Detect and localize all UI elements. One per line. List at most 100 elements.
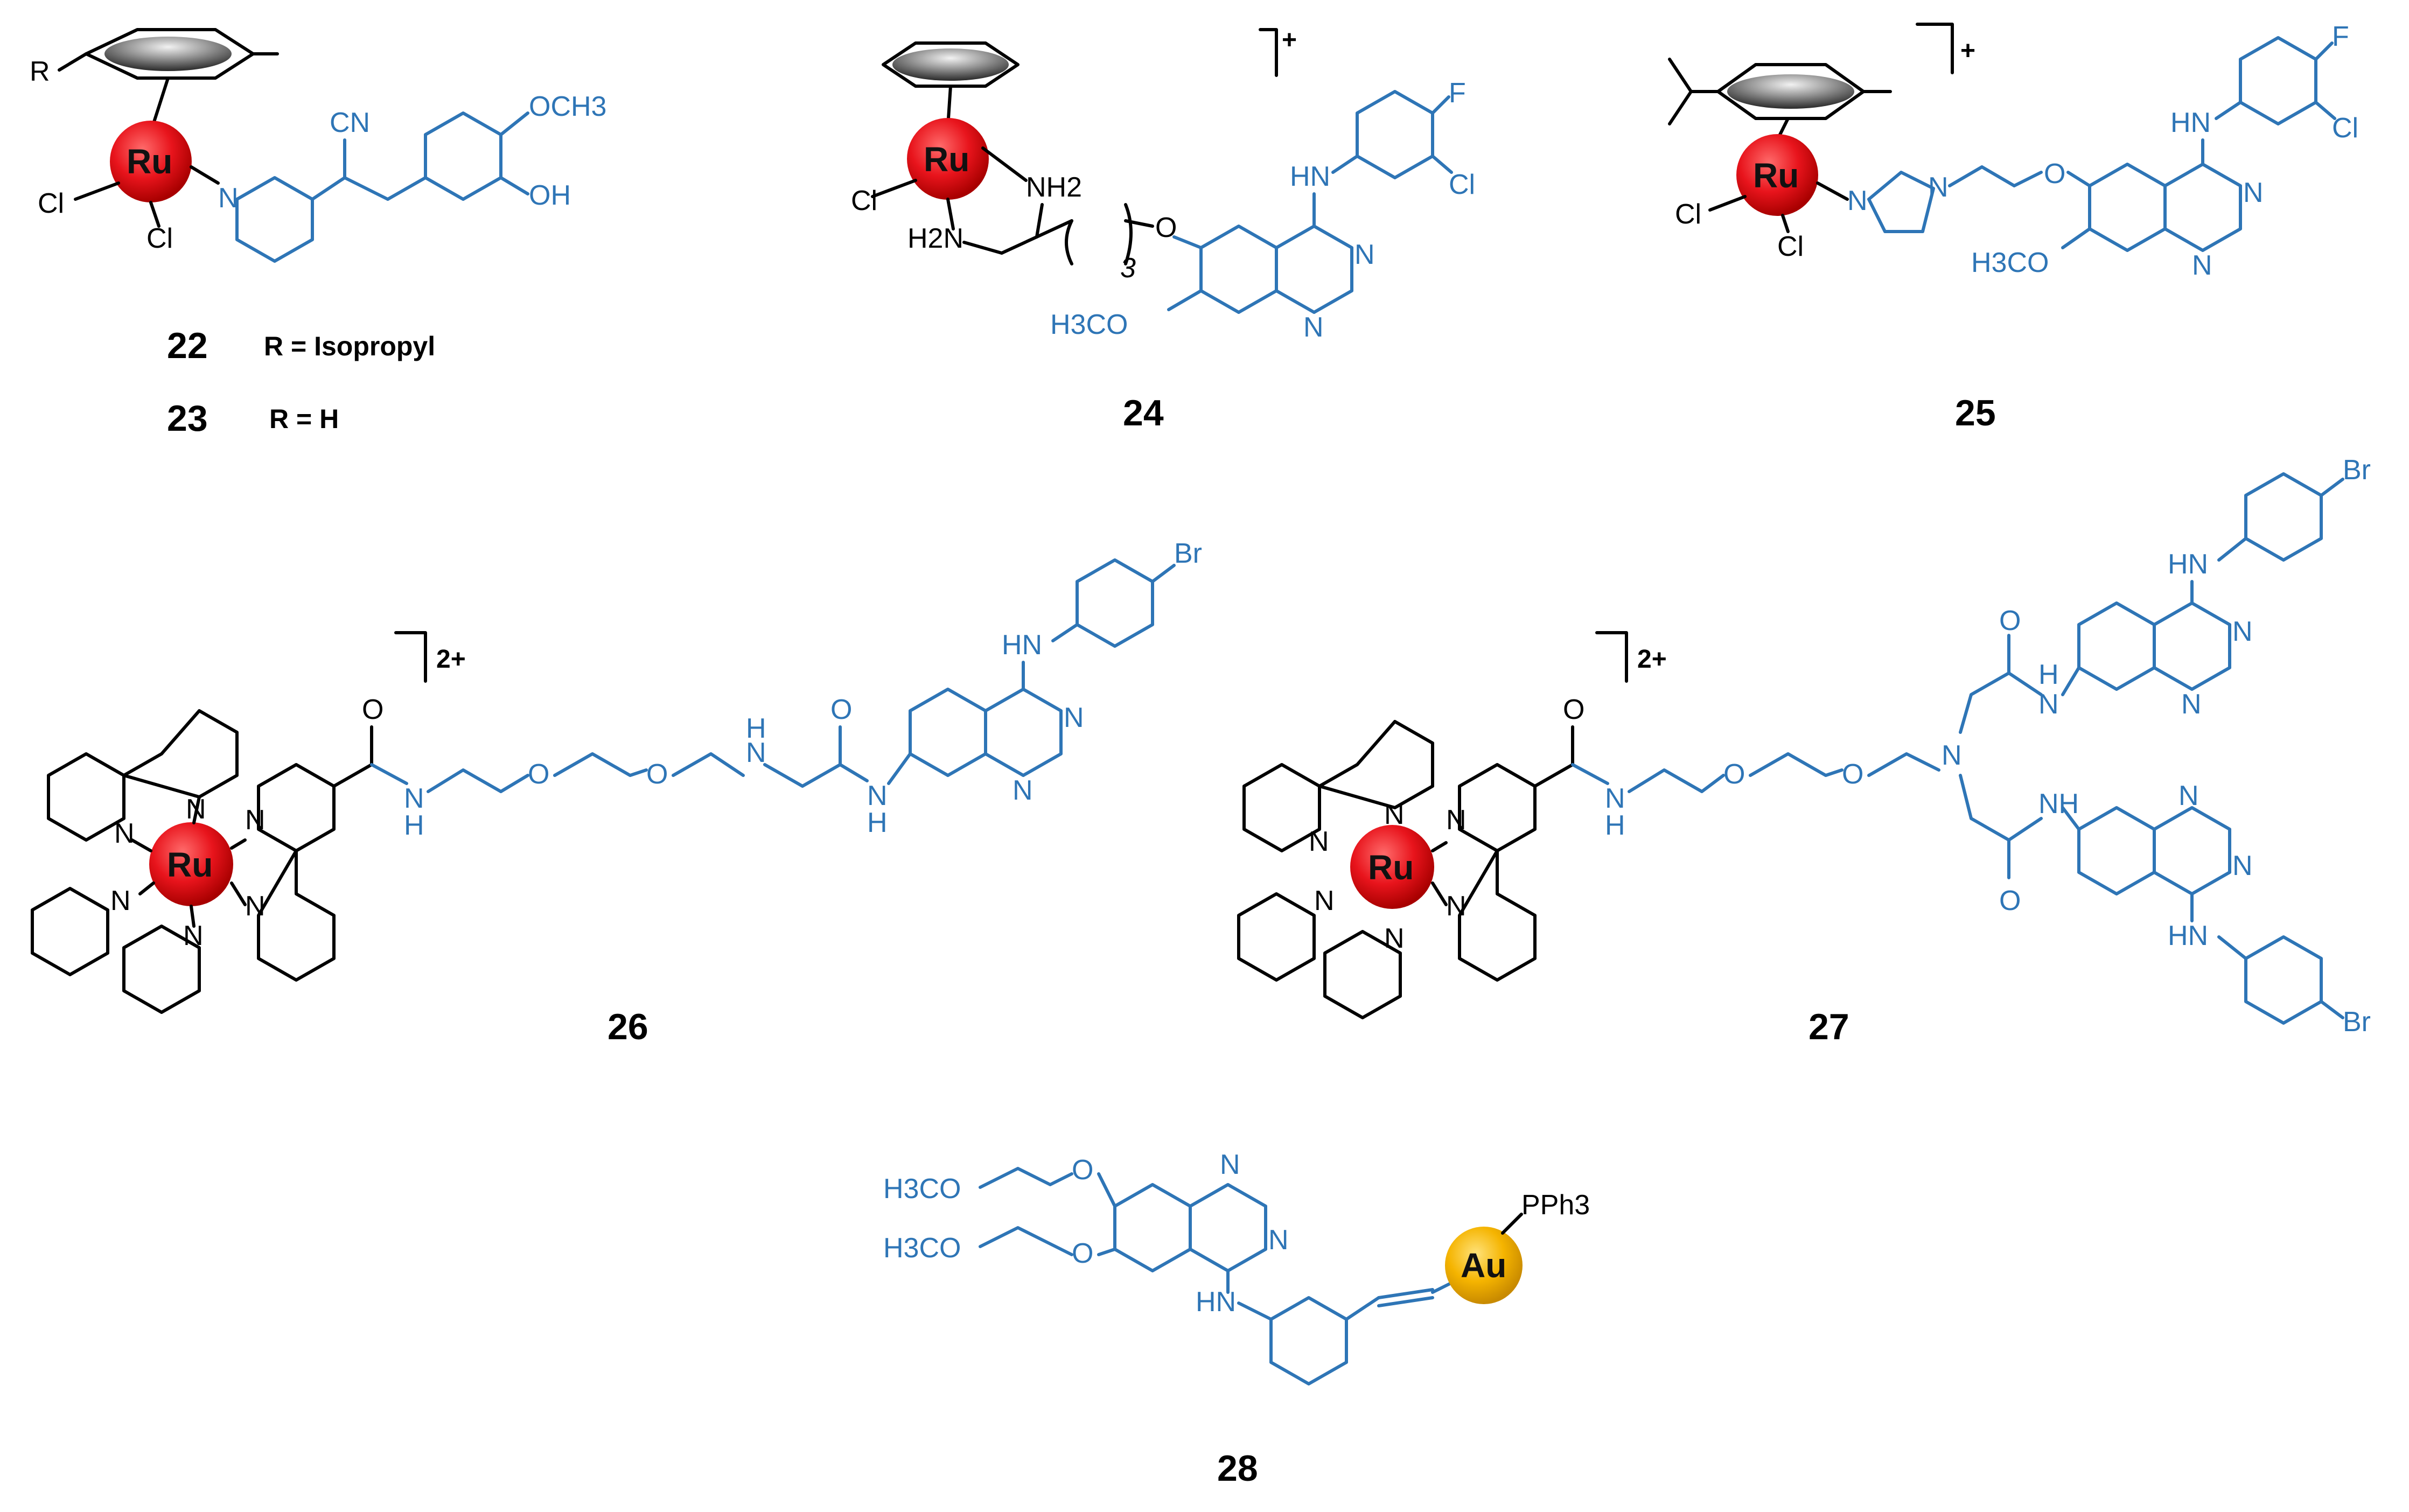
ruthenium-sphere: [907, 118, 989, 200]
n-label: N: [2232, 850, 2253, 881]
n-label: N: [2181, 689, 2202, 720]
n-label: N: [1928, 172, 1949, 203]
br-label: Br: [1174, 538, 1202, 569]
o-label: O: [362, 694, 383, 725]
hn-label: HN: [2168, 549, 2208, 580]
br-label: Br: [2343, 454, 2371, 486]
gold-sphere: [1445, 1227, 1523, 1304]
n-label: N: [1942, 740, 1962, 771]
n-label: N: [2178, 780, 2199, 811]
cl-label: Cl: [146, 223, 173, 254]
o-label: O: [1072, 1154, 1093, 1186]
compound-25: Ru Cl Cl N N O N N HN F Cl H3CO + 25: [1668, 21, 2358, 433]
o-label: O: [646, 759, 668, 790]
ruthenium-sphere: [110, 121, 192, 202]
cl-label: Cl: [1449, 169, 1475, 200]
hn-label: HN: [2170, 107, 2211, 138]
hn-label: HN: [2168, 920, 2208, 951]
compound-number: 27: [1809, 1006, 1849, 1047]
h3co-label: H3CO: [1971, 247, 2049, 278]
cl-label: Cl: [38, 188, 64, 219]
subscript-label: 3: [1120, 253, 1136, 284]
h3co-label: H3CO: [1050, 309, 1128, 340]
n-label: N: [1268, 1224, 1289, 1256]
n-label: N: [1384, 923, 1405, 954]
r-label: R: [30, 56, 50, 87]
nh-label: N: [404, 783, 424, 814]
nh-label: N: [1605, 783, 1625, 814]
h-label: H: [867, 807, 888, 838]
n-label: N: [218, 183, 239, 214]
cl-label: Cl: [851, 185, 877, 216]
metal-label: Ru: [1368, 848, 1414, 887]
o-label: O: [830, 694, 852, 725]
cn-label: CN: [330, 107, 370, 138]
compound-24: Ru Cl NH2 H2N 3 O N N HN F Cl H3CO + 24: [851, 26, 1475, 433]
oh-label: OH: [529, 180, 571, 211]
compound-28: H3CO O H3CO O N N HN Au PPh3 28: [883, 1149, 1590, 1489]
n-label: N: [1446, 891, 1467, 922]
ruthenium-sphere: [1736, 134, 1818, 216]
br-label: Br: [2343, 1006, 2371, 1038]
pph3-label: PPh3: [1521, 1189, 1590, 1221]
ruthenium-sphere: [1350, 825, 1434, 909]
n-label: N: [114, 818, 135, 849]
nh2-label: NH2: [1026, 172, 1082, 203]
compound-26: Ru N N N N N N O N H O O H N: [31, 538, 1202, 1047]
cl-label: Cl: [1675, 199, 1701, 230]
h2n-label: H2N: [907, 223, 963, 254]
n-label: N: [1354, 239, 1375, 270]
o-label: O: [1999, 605, 2021, 636]
n-label: N: [1013, 775, 1033, 806]
f-label: F: [2332, 21, 2349, 52]
n-label: N: [2243, 177, 2264, 208]
n-label: N: [1220, 1149, 1240, 1180]
metal-label: Ru: [924, 140, 969, 179]
charge-label: +: [1282, 26, 1297, 54]
charge-label: 2+: [1637, 645, 1667, 674]
o-label: O: [528, 759, 549, 790]
n-label: N: [1064, 702, 1084, 733]
o-label: O: [1842, 759, 1863, 790]
cl-label: Cl: [2332, 113, 2358, 144]
arene-disc: [104, 37, 232, 71]
n-label: N: [1847, 185, 1868, 216]
n-label: N: [1309, 826, 1329, 857]
cl-label: Cl: [1777, 231, 1804, 262]
h3co-label: H3CO: [883, 1173, 961, 1205]
r-definition: R = H: [269, 404, 339, 434]
nh-label: NH: [2038, 788, 2079, 820]
hn-label: HN: [1196, 1286, 1236, 1318]
compound-number: 26: [608, 1006, 648, 1047]
n-label: N: [245, 891, 266, 922]
n-label: N: [1314, 885, 1335, 916]
r-definition: R = Isopropyl: [264, 331, 435, 361]
o-label: O: [1155, 212, 1177, 243]
metal-label: Ru: [1753, 156, 1799, 195]
arene-disc: [892, 48, 1009, 81]
o-label: O: [1999, 885, 2021, 916]
n-label: N: [2232, 616, 2253, 647]
n-label: N: [1303, 312, 1324, 343]
hn-label: HN: [1290, 161, 1330, 192]
compound-number: 25: [1955, 393, 1996, 433]
compound-number: 28: [1217, 1448, 1258, 1489]
compound-number: 24: [1123, 393, 1164, 433]
o-label: O: [1072, 1238, 1093, 1269]
h3co-label: H3CO: [883, 1233, 961, 1264]
o-label: O: [1723, 759, 1745, 790]
n-label: N: [110, 885, 131, 916]
compound-22-23: R Ru Cl Cl N CN OCH3 OH 22 R = Isopropyl…: [30, 28, 606, 439]
charge-label: 2+: [436, 645, 466, 674]
o-label: O: [1563, 694, 1584, 725]
h-label: H: [2038, 659, 2059, 690]
h-label: H: [404, 810, 424, 841]
metal-label: Ru: [127, 142, 172, 181]
compound-number: 23: [167, 398, 208, 439]
h-label: H: [1605, 810, 1625, 841]
metal-label: Ru: [167, 845, 213, 884]
och3-label: OCH3: [529, 91, 606, 122]
n-label: N: [2192, 250, 2212, 281]
charge-label: +: [1960, 37, 1975, 65]
